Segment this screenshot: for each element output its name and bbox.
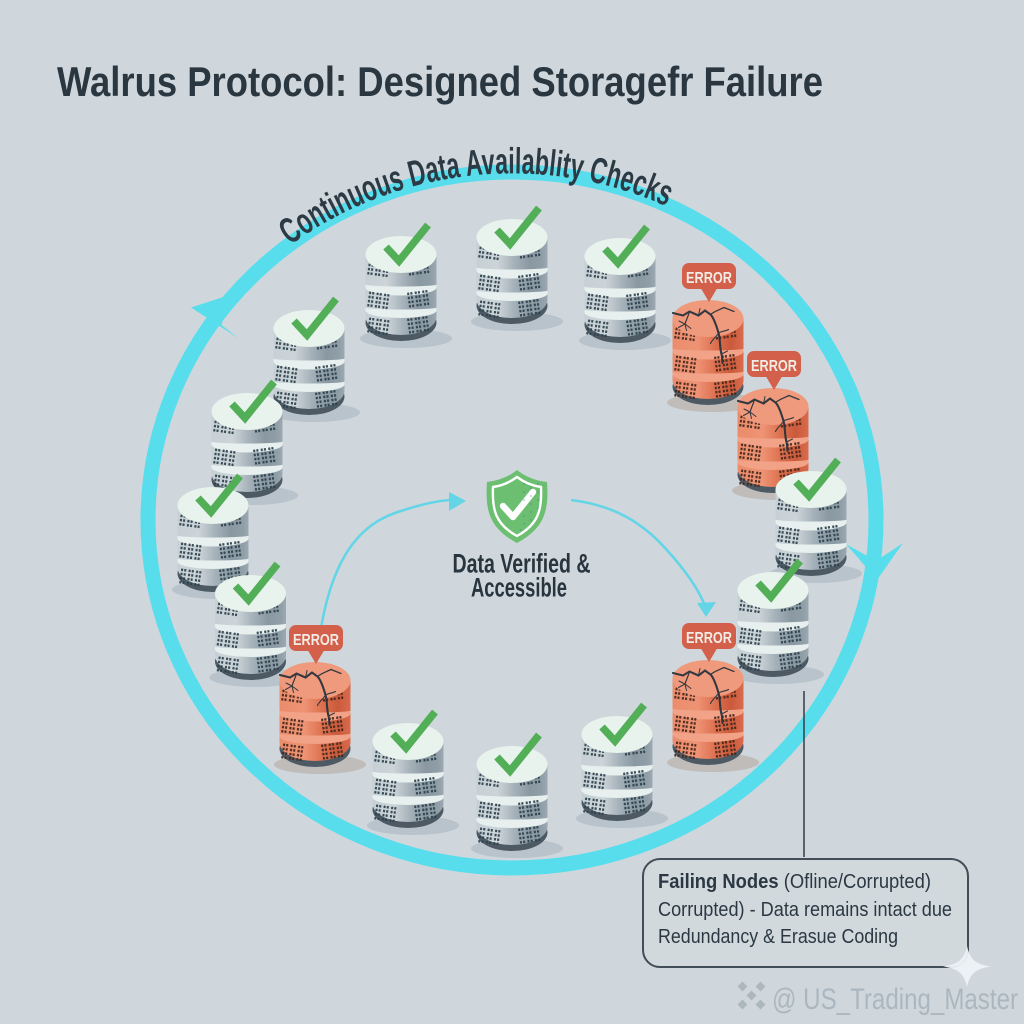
svg-text:@ US_Trading_Master: @ US_Trading_Master [772,983,1018,1016]
svg-text:Walrus Protocol: Designed Stor: Walrus Protocol: Designed Storagefr Fail… [57,58,823,105]
svg-text:Corrupted) - Data remains inta: Corrupted) - Data remains intact due [658,898,952,921]
svg-text:Failing Nodes (Ofline/Corrupte: Failing Nodes (Ofline/Corrupted) [658,870,931,893]
svg-text:Data Verified &: Data Verified & [453,549,591,579]
svg-text:Accessible: Accessible [471,573,567,603]
svg-text:Redundancy & Erasue Coding: Redundancy & Erasue Coding [658,925,898,948]
